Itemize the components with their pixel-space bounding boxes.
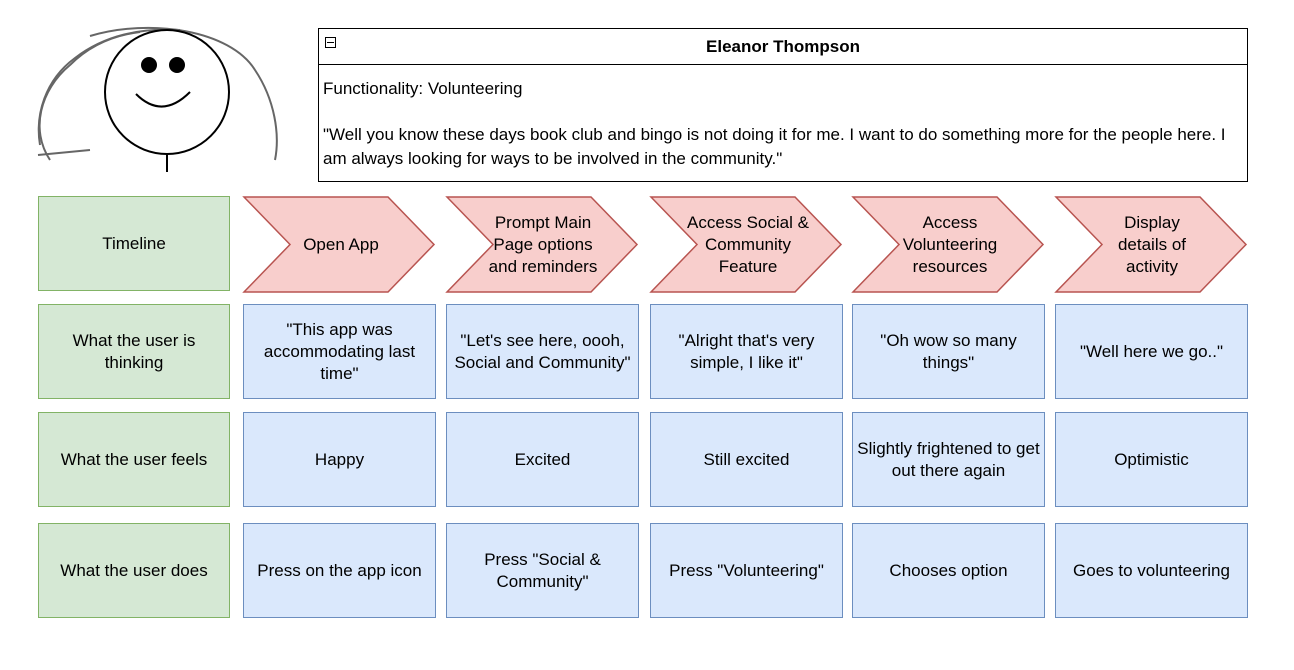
feels-cell: Optimistic — [1055, 412, 1248, 507]
row-label-feels: What the user feels — [38, 412, 230, 507]
thinking-cell: "Let's see here, oooh, Social and Commun… — [446, 304, 639, 399]
thinking-cell: "Alright that's very simple, I like it" — [650, 304, 843, 399]
thinking-cell: "Well here we go.." — [1055, 304, 1248, 399]
timeline-step-chevron — [242, 196, 436, 293]
collapse-icon[interactable] — [325, 37, 336, 48]
does-cell: Press "Social & Community" — [446, 523, 639, 618]
persona-functionality: Functionality: Volunteering — [323, 79, 523, 98]
does-cell: Press on the app icon — [243, 523, 436, 618]
does-cell: Goes to volunteering — [1055, 523, 1248, 618]
does-cell: Chooses option — [852, 523, 1045, 618]
thinking-cell: "Oh wow so many things" — [852, 304, 1045, 399]
feels-cell: Happy — [243, 412, 436, 507]
persona-avatar — [37, 26, 278, 172]
persona-name: Eleanor Thompson — [706, 37, 860, 56]
timeline-step-label: Display details of activity — [1117, 212, 1187, 276]
timeline-step-chevron — [851, 196, 1045, 293]
thinking-cell: "This app was accommodating last time" — [243, 304, 436, 399]
row-label-timeline: Timeline — [38, 196, 230, 291]
timeline-step-label: Access Social & Community Feature — [687, 212, 809, 276]
row-label-thinking: What the user is thinking — [38, 304, 230, 399]
persona-quote: "Well you know these days book club and … — [323, 125, 1226, 168]
timeline-step-label: Open App — [303, 234, 379, 254]
timeline-step-label: Access Volunteering resources — [902, 212, 998, 276]
persona-card: Eleanor Thompson Functionality: Voluntee… — [318, 28, 1248, 182]
feels-cell: Slightly frightened to get out there aga… — [852, 412, 1045, 507]
feels-cell: Still excited — [650, 412, 843, 507]
does-cell: Press "Volunteering" — [650, 523, 843, 618]
timeline-step-chevron — [649, 196, 843, 293]
timeline-step-chevron — [445, 196, 639, 293]
persona-header: Eleanor Thompson — [319, 29, 1247, 65]
row-label-does: What the user does — [38, 523, 230, 618]
timeline-step-chevron — [1054, 196, 1248, 293]
feels-cell: Excited — [446, 412, 639, 507]
timeline-step-label: Prompt Main Page options and reminders — [488, 212, 598, 276]
